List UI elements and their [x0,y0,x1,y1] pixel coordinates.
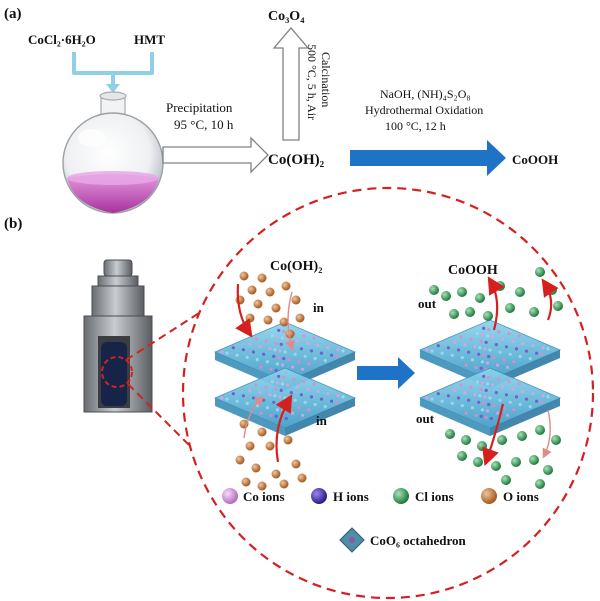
calcination-conditions: 500 °C, 5 h, Air [305,44,319,120]
octahedron-label: CoO₆ octahedron [370,533,467,548]
hydrothermal-label: Hydrothermal Oxidation [365,103,483,117]
calcination-label: Calcination [319,52,333,107]
legend-h-label: H ions [333,489,369,504]
label-in-bottom: in [316,413,328,428]
sheet-layer-3 [418,367,562,436]
legend-h-swatch [311,488,327,504]
octahedron-legend: CoO₆ octahedron [339,527,467,553]
calcination-arrow [272,26,310,141]
label-out-top: out [418,296,437,311]
label-out-bottom: out [416,411,435,426]
legend-o-swatch [481,488,497,504]
left-structure-title: Co(OH)₂ [270,259,322,274]
layered-structures [213,319,562,436]
octahedron-center [349,537,355,543]
label-in-top: in [313,300,325,315]
flask-icon [62,91,164,214]
legend-o-label: O ions [503,489,539,504]
legend-cl-label: Cl ions [415,489,454,504]
feed-lines [72,52,154,86]
precipitation-conditions: 95 °C, 10 h [174,117,234,132]
hydrothermal-arrow [350,140,506,176]
precipitation-arrow [162,136,269,174]
reagent-cocl2: CoCl₂·6H₂O [28,32,96,47]
migration-arrows [235,276,559,467]
precipitation-label: Precipitation [166,100,233,115]
panel-a-label: (a) [4,6,22,22]
right-structure-title: CoOOH [448,263,498,278]
hydrothermal-conditions: 100 °C, 12 h [385,119,446,133]
conversion-arrow [357,357,415,389]
legend-cl-swatch [393,488,409,504]
panel-b-label: (b) [4,216,22,232]
intermediate-co-oh2: Co(OH)₂ [268,152,325,168]
zoom-source-circle [101,356,133,388]
hydrothermal-reagents: NaOH, (NH)₄S₂O₈ [380,87,471,101]
product-cooh: CoOOH [512,152,558,167]
legend-co-swatch [222,488,238,504]
feed-arrowhead [106,84,120,93]
autoclave-icon [83,259,153,413]
ion-legend: Co ions H ions Cl ions O ions [222,488,539,504]
o-ions-bottom [235,419,307,491]
product-co3o4: Co₃O₄ [268,9,305,24]
reagent-hmt: HMT [134,32,165,47]
legend-co-label: Co ions [243,489,285,504]
zoom-line-top [125,269,267,361]
